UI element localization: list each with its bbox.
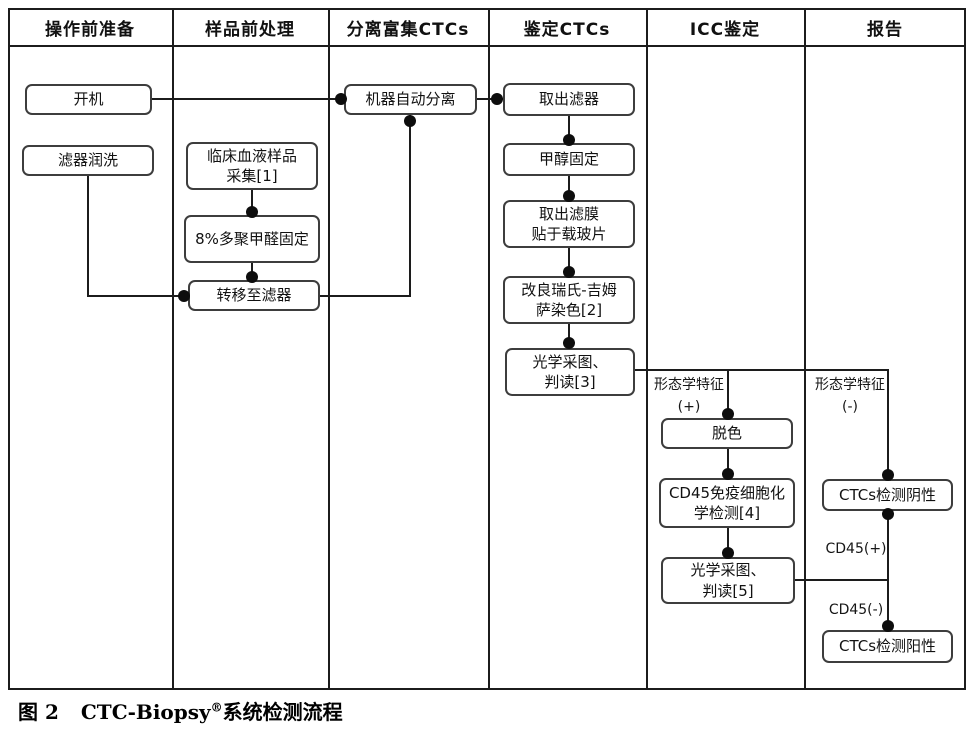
node-pfa-fixation: 8%多聚甲醛固定 [184, 215, 320, 263]
dot-separation-in [335, 93, 347, 105]
figure-number: 图 2 [18, 700, 59, 724]
node-remove-filter: 取出滤器 [503, 83, 635, 116]
node-giemsa-staining: 改良瑞氏-吉姆 萨染色[2] [503, 276, 635, 324]
edge-transfer-to-separation-vertical [409, 115, 411, 297]
lane-header-identify-ctcs: 鉴定CTCs [523, 19, 611, 40]
node-mount-membrane: 取出滤膜 贴于载玻片 [503, 200, 635, 248]
label-cd45-negative: CD45(-) [828, 602, 884, 618]
node-filter-rinse: 滤器润洗 [22, 145, 154, 176]
label-morphology-positive: 形态学特征 (+) [654, 377, 724, 415]
lane-header-pretreatment: 样品前处理 [205, 19, 295, 40]
lane-header-report: 报告 [867, 19, 903, 40]
dot-membrane-in [563, 190, 575, 202]
node-imaging-3: 光学采图、 判读[3] [505, 348, 635, 396]
node-cd45-icc: CD45免疫细胞化 学检测[4] [659, 478, 795, 528]
node-transfer-to-filter: 转移至滤器 [188, 280, 320, 311]
node-ctc-negative: CTCs检测阴性 [822, 479, 953, 511]
node-imaging-5: 光学采图、 判读[5] [661, 557, 795, 604]
edge-separation-to-removefilter [477, 98, 503, 100]
column-divider-5 [804, 8, 806, 690]
dot-cd45icc-in [722, 468, 734, 480]
column-divider-1 [172, 8, 174, 690]
node-methanol-fixation: 甲醇固定 [503, 143, 635, 176]
edge-imaging5-branch-horizontal [795, 579, 889, 581]
edge-morphnegative-to-ctcnegative [887, 369, 889, 480]
edge-cd45icc-to-imaging5 [727, 528, 729, 558]
dot-imaging3-in [563, 337, 575, 349]
figure-caption: 图 2 CTC-Biopsy®系统检测流程 [18, 696, 343, 725]
dot-staining-in [563, 266, 575, 278]
product-name: CTC-Biopsy [80, 700, 211, 724]
column-divider-4 [646, 8, 648, 690]
column-divider-3 [488, 8, 490, 690]
node-auto-separation: 机器自动分离 [344, 84, 477, 115]
node-blood-sample: 临床血液样品 采集[1] [186, 142, 318, 190]
edge-removefilter-to-methanol [568, 116, 570, 144]
node-decolorization: 脱色 [661, 418, 793, 449]
label-cd45-positive: CD45(+) [825, 541, 887, 557]
dot-transfer-in-left [178, 290, 190, 302]
edge-transfer-to-separation-horizontal [320, 295, 411, 297]
dot-ctcpositive-in [882, 620, 894, 632]
edge-methanol-to-membrane [568, 176, 570, 201]
header-underline [8, 45, 966, 47]
dot-ctcnegative-in [882, 469, 894, 481]
dot-fixation-in [246, 206, 258, 218]
label-morphology-negative: 形态学特征 (-) [815, 377, 885, 415]
edge-membrane-to-staining [568, 248, 570, 277]
edge-rinse-to-transfer [87, 295, 189, 297]
edge-cd45-branch-vertical [887, 511, 889, 631]
edge-staining-to-imaging3 [568, 324, 570, 349]
caption-suffix: 系统检测流程 [222, 700, 343, 724]
registered-trademark-symbol: ® [210, 700, 223, 715]
node-ctc-positive: CTCs检测阳性 [822, 630, 953, 663]
edge-bloodsample-to-fixation [251, 190, 253, 216]
dot-removefilter-in [491, 93, 503, 105]
dot-transfer-in-top [246, 271, 258, 283]
edge-rinse-down [87, 176, 89, 297]
dot-ctcnegative-out [882, 508, 894, 520]
dot-separation-bottom [404, 115, 416, 127]
dot-methanol-in [563, 134, 575, 146]
flowchart-border [8, 8, 966, 690]
lane-header-enrichment: 分离富集CTCs [346, 19, 470, 40]
lane-header-icc: ICC鉴定 [689, 19, 761, 40]
edge-morphpositive-to-decolor [727, 369, 729, 419]
lane-header-preparation: 操作前准备 [45, 19, 135, 40]
dot-decolor-in [722, 408, 734, 420]
edge-decolor-to-cd45icc [727, 449, 729, 479]
node-power-on: 开机 [25, 84, 152, 115]
edge-poweron-to-separation [152, 98, 342, 100]
dot-imaging5-in [722, 547, 734, 559]
edge-imaging3-branch-horizontal [635, 369, 889, 371]
column-divider-2 [328, 8, 330, 690]
